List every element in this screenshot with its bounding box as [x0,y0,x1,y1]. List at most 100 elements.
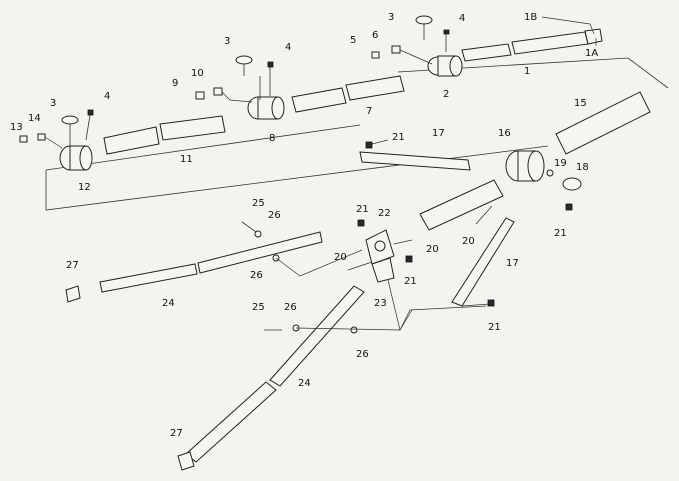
label-27-upper: 27 [66,260,79,271]
part-8-clamp [247,96,285,120]
part-27-foot-lower [177,451,195,471]
label-20-center-left: 20 [334,252,347,263]
part-6-leader [399,49,433,65]
label-21-lower: 21 [488,322,501,333]
label-21-center-lower: 21 [404,276,417,287]
part-21-nut-right [565,203,573,211]
label-3-left: 3 [50,98,56,109]
label-22: 22 [378,208,391,219]
label-14: 14 [28,113,41,124]
label-8: 8 [269,133,275,144]
label-21-upper: 21 [392,132,405,143]
label-12: 12 [78,182,91,193]
part-14-washer [37,133,46,141]
part-20-bolt-center-right [393,239,413,245]
label-26-upper-a: 26 [268,210,281,221]
part-20-bolt-center-left [347,261,373,271]
part-11-tube-segment [103,115,226,155]
exploded-view-outline [45,57,669,211]
part-4-screw-left [85,109,94,141]
label-5: 5 [350,35,356,46]
part-4-screw-top [443,29,450,52]
part-10-leader [221,91,253,103]
part-18-knob [562,177,582,191]
part-10-washer [213,87,223,96]
label-17-upper: 17 [432,128,445,139]
part-12-clamp [59,145,93,171]
label-25-upper: 25 [252,198,265,209]
label-4-middle: 4 [285,42,291,53]
lower-tube-section [419,179,504,231]
part-3-knob-left [61,115,79,146]
label-3-top: 3 [388,12,394,23]
part-1-tube-segment [461,28,603,62]
part-21-leader-lower [461,303,491,307]
label-20-center-right: 20 [426,244,439,255]
label-4-left: 4 [104,91,110,102]
label-10: 10 [191,68,204,79]
label-13: 13 [10,122,23,133]
part-21-nut-upper [365,141,373,149]
part-5-nut [371,51,380,59]
label-15: 15 [574,98,587,109]
label-17-lower: 17 [506,258,519,269]
label-19: 19 [554,158,567,169]
label-11: 11 [180,154,193,165]
leg-lower-leader [295,309,413,331]
part-21-nut-center [357,219,365,227]
part-13-nut [19,135,28,143]
part-24-leg-lower [185,285,365,463]
part-23-bracket [371,257,395,283]
part-22-hub [365,229,395,265]
label-9: 9 [172,78,178,89]
label-7: 7 [366,106,372,117]
label-24-lower: 24 [298,378,311,389]
label-4-top: 4 [459,13,465,24]
part-24-leg-upper [99,231,323,293]
label-26-lower-b: 26 [356,349,369,360]
label-2: 2 [443,89,449,100]
part-14-leader [44,136,63,149]
label-23: 23 [374,298,387,309]
part-3-knob-middle [235,55,261,100]
label-18: 18 [576,162,589,173]
part-21-nut-lower [487,299,495,307]
label-21-center: 21 [356,204,369,215]
label-1: 1 [524,66,530,77]
part-20-bolt-right [475,205,493,225]
part-26-washer-lower-b [350,326,358,334]
part-3-knob-top [415,15,433,40]
label-20-right: 20 [462,236,475,247]
label-24-upper: 24 [162,298,175,309]
part-6-washer [391,45,401,54]
part-9-nut [195,91,205,100]
label-3-middle: 3 [224,36,230,47]
label-25-lower: 25 [252,302,265,313]
part-2-clamp [427,55,463,77]
callout-labels: 1B 1 1A 3 4 5 6 2 3 4 7 8 9 10 3 4 13 14… [10,12,598,439]
part-4-screw-middle [267,61,274,96]
part-26-washer-upper-a [254,230,262,238]
label-21-right: 21 [554,228,567,239]
part-21-nut-center-lower [405,255,413,263]
part-17-brace-upper [359,151,471,171]
label-16: 16 [498,128,511,139]
part-7-tube-segment [291,75,405,113]
label-26-upper-b: 26 [250,270,263,281]
part-1B-leader [541,16,595,35]
part-19-washer [546,169,554,177]
part-21-leader-upper [371,139,389,145]
part-25-bolt-upper [241,221,257,233]
label-6: 6 [372,30,378,41]
label-1B: 1B [524,12,537,23]
label-26-lower-a: 26 [284,302,297,313]
part-17-brace-lower [451,217,515,307]
leg-upper-leader [275,249,363,277]
part-16-hinge [505,150,545,182]
label-27-lower: 27 [170,428,183,439]
part-15-tube [555,91,651,155]
label-1A: 1A [585,48,598,59]
part-27-foot-upper [65,285,81,303]
hub-to-brace-leader [387,279,487,332]
